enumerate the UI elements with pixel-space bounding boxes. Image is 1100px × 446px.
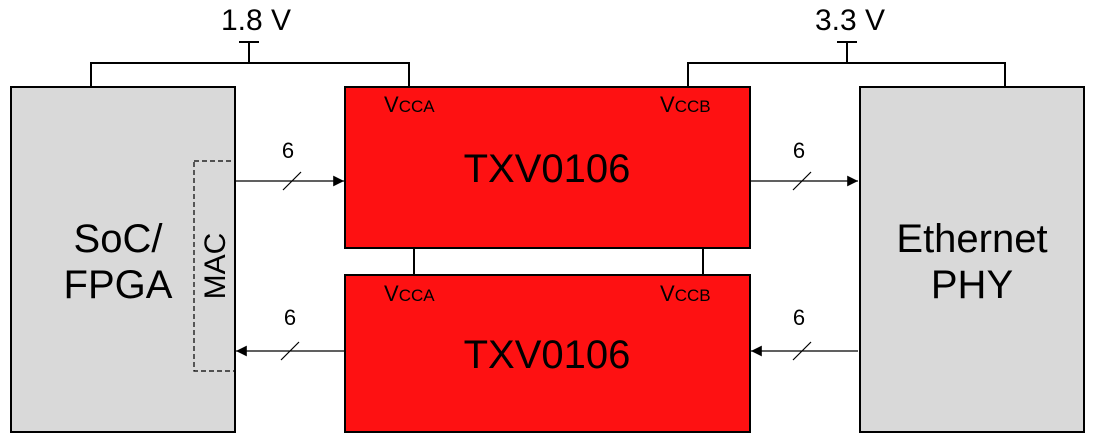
phy-label-line2: PHY [931, 263, 1013, 307]
supply-3v3-rail [687, 41, 1006, 87]
bus-top-to-phy [750, 171, 858, 191]
translator-top-vccb: VCCB [660, 92, 711, 117]
translator-bottom-part: TXV0106 [464, 333, 631, 377]
supply-3v3-label: 3.3 V [815, 4, 885, 37]
phy-label-line1: Ethernet [896, 217, 1047, 261]
translator-bottom-vccb: VCCB [660, 281, 711, 306]
bus-bottom-to-soc [236, 341, 345, 361]
bus-soc-to-top-width: 6 [282, 138, 294, 163]
translator-top [344, 86, 751, 249]
bus-soc-to-top [235, 171, 344, 191]
soc-label-line2: FPGA [64, 263, 173, 307]
bus-bottom-to-soc-width: 6 [284, 305, 296, 330]
supply-1v8-label: 1.8 V [221, 4, 291, 37]
mac-label: MAC [199, 233, 232, 300]
translator-top-part: TXV0106 [464, 147, 631, 191]
ethernet-phy-block [859, 86, 1085, 433]
bus-phy-to-bottom-width: 6 [793, 305, 805, 330]
translator-top-vcca: VCCA [384, 92, 435, 117]
mac-region [193, 160, 236, 372]
translator-bottom [344, 274, 751, 433]
bus-top-to-phy-width: 6 [793, 138, 805, 163]
supply-1v8-rail [90, 41, 410, 87]
soc-label-line1: SoC/ [74, 217, 164, 261]
bus-phy-to-bottom [751, 341, 858, 361]
translator-bottom-vcca: VCCA [384, 281, 435, 306]
soc-fpga-block [10, 86, 236, 433]
